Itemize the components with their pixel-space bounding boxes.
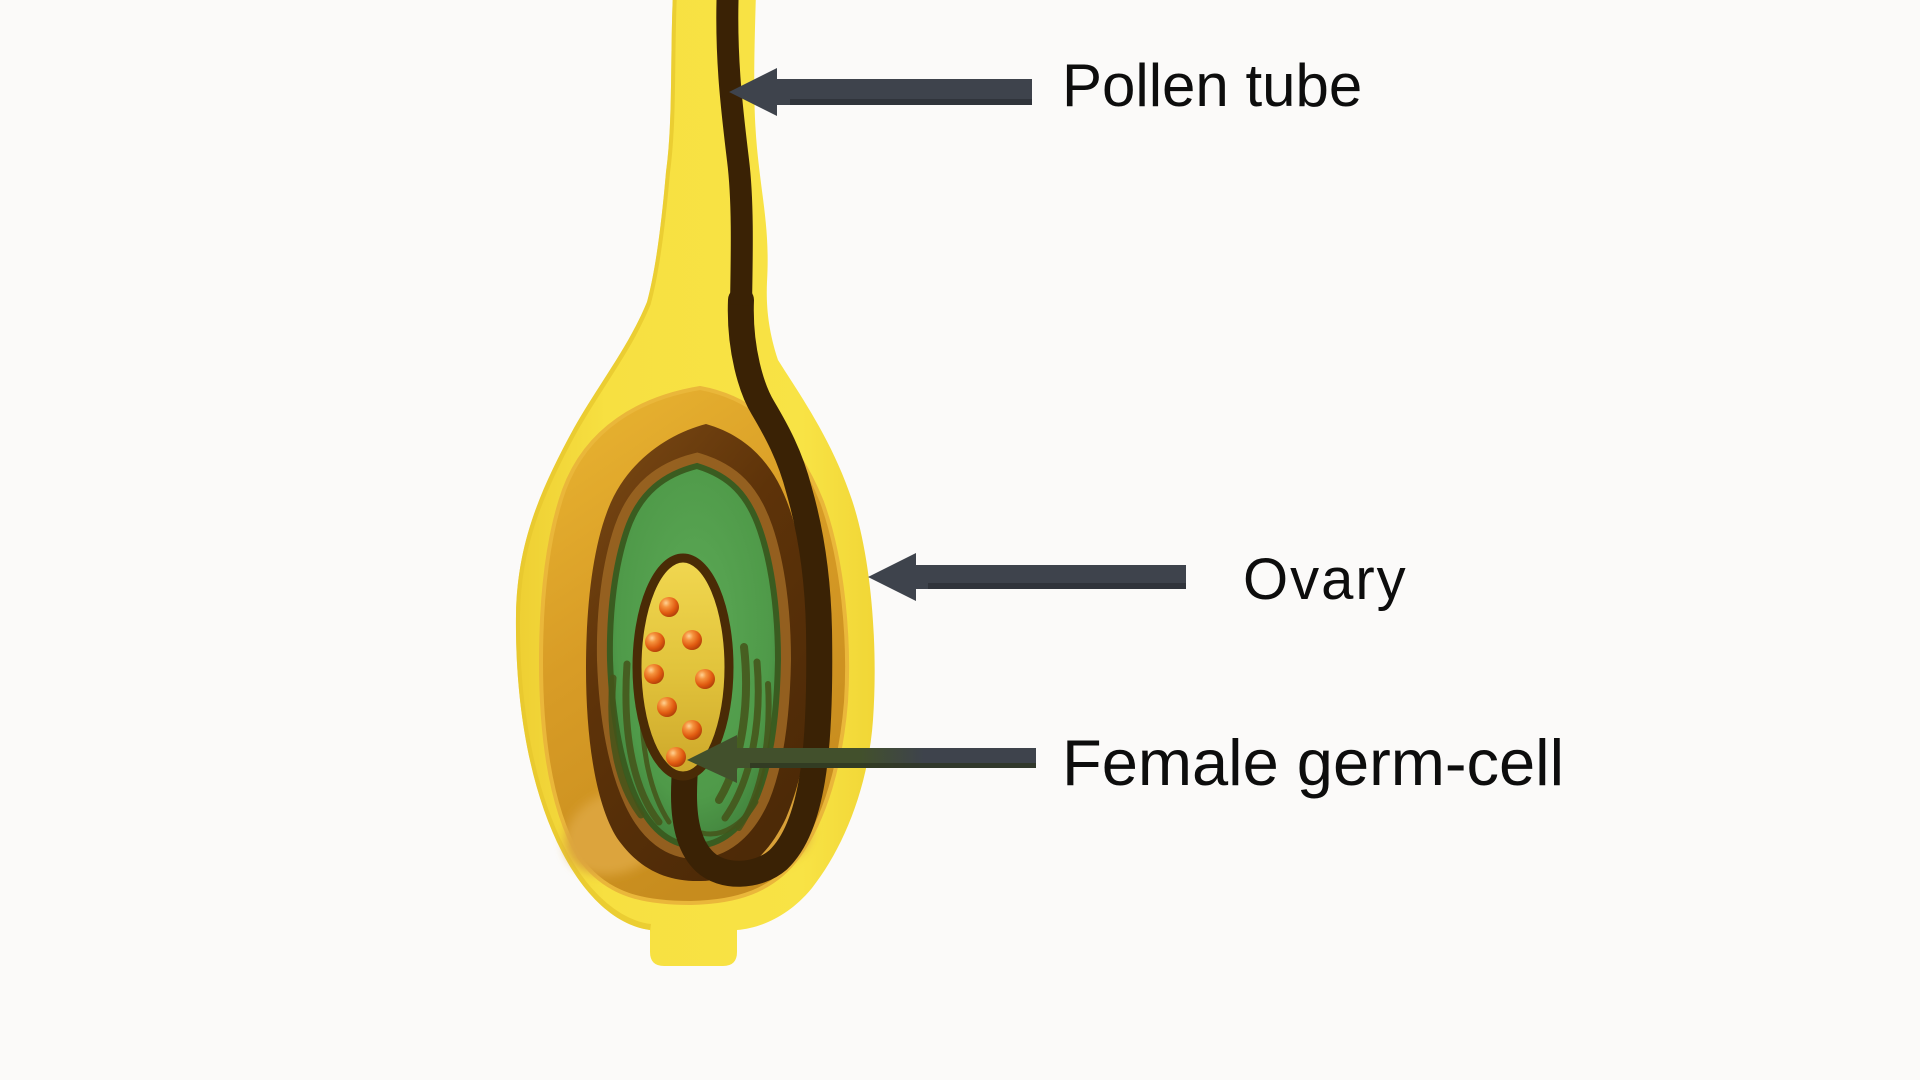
germ-cell-dot <box>645 632 665 652</box>
embryo-sac <box>632 553 734 781</box>
female-germ-cell-label: Female germ-cell <box>1062 726 1565 799</box>
green-streaks <box>608 643 772 837</box>
germ-cell-dot <box>657 697 677 717</box>
pollen-tube-label: Pollen tube <box>1062 52 1363 119</box>
annotation-arrows <box>687 68 1186 783</box>
germ-cells-group <box>644 597 715 767</box>
germ-cell-dot <box>666 747 686 767</box>
ovary-arrow <box>868 553 1186 601</box>
germ-cell-dot <box>682 630 702 650</box>
pollen-tube-arrow <box>729 68 1032 116</box>
germ-cell-dot <box>695 669 715 689</box>
germ-cell-dot <box>659 597 679 617</box>
pollen-tube-upper <box>716 0 753 306</box>
ovary-label: Ovary <box>1243 547 1408 612</box>
germ-cell-dot <box>644 664 664 684</box>
pollen-tube-lower <box>670 287 833 887</box>
germ-cell-dot <box>682 720 702 740</box>
female-germ-cell-arrow <box>687 735 1036 783</box>
